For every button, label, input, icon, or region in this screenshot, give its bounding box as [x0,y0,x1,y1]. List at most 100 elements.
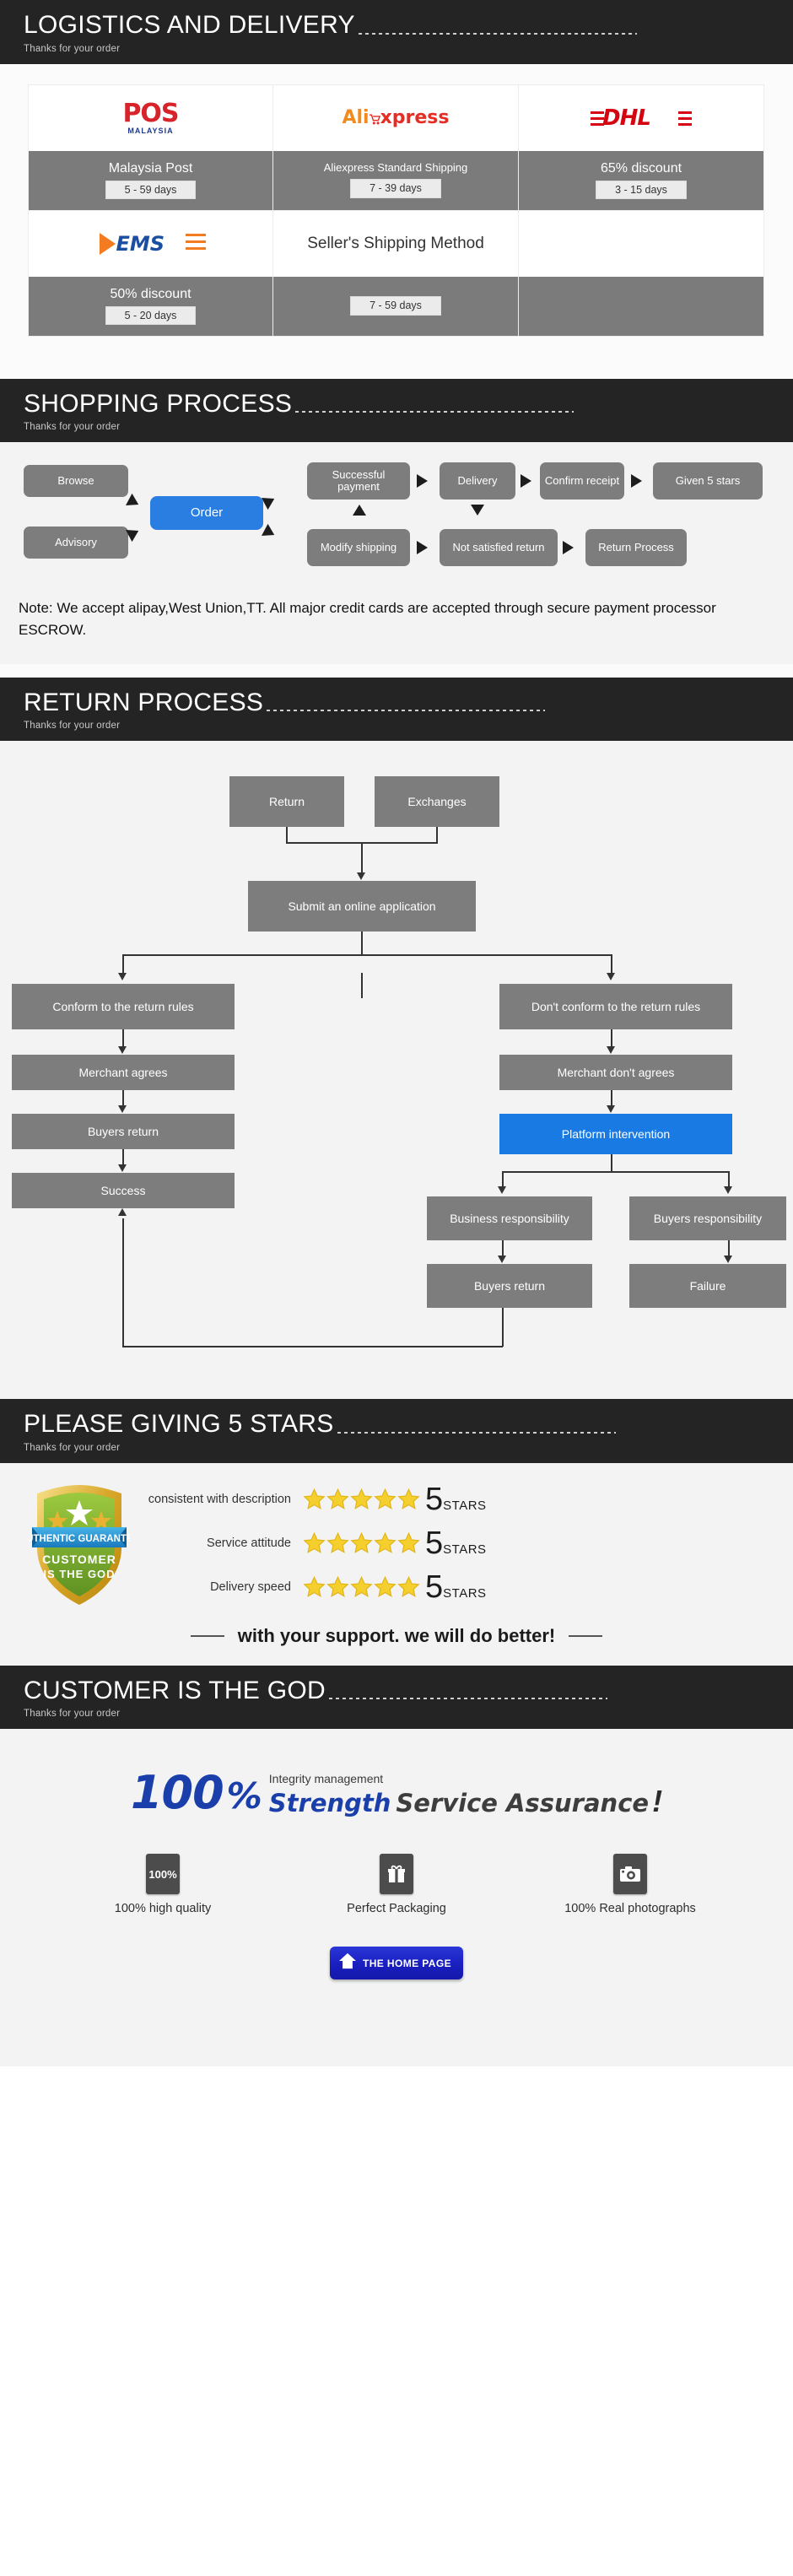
camera-icon [613,1854,647,1895]
connector-line [611,954,612,977]
flow-node-return[interactable]: Return [229,776,344,828]
pos-malaysia-logo: POS MALAYSIA [29,84,272,151]
svg-text:IS THE GOD: IS THE GOD [43,1568,115,1580]
star-icon [397,1531,420,1554]
flow-node-confirm-receipt[interactable]: Confirm receipt [540,462,624,500]
section-header-shopping: SHOPPING PROCESS Thanks for your order [0,378,793,442]
flow-node-order[interactable]: Order [150,496,263,530]
seller-method-text: Seller's Shipping Method [307,234,484,252]
arrow-icon [563,541,574,554]
connector-line [502,1171,728,1173]
flow-node-exchanges[interactable]: Exchanges [375,776,499,828]
flow-node-advisory[interactable]: Advisory [24,527,128,559]
title-dotted-rule [328,1698,607,1700]
flow-node-business-responsibility[interactable]: Business responsibility [427,1196,592,1241]
flow-node-failure[interactable]: Failure [629,1264,786,1309]
arrow-icon [724,1186,732,1195]
delivery-days: 5 - 20 days [105,305,197,326]
rating-unit: STARS [443,1585,487,1601]
section-title: SHOPPING PROCESS [24,389,293,418]
aliexpress-logo-ali: Ali [342,106,370,128]
delivery-days: 7 - 39 days [350,179,441,198]
section-subtitle: Thanks for your order [24,422,121,432]
assurance-exclamation: ! [652,1784,663,1819]
arrow-icon [118,973,127,981]
section-header-returns: RETURN PROCESS Thanks for your order [0,677,793,742]
flow-node-successful-payment[interactable]: Successful payment [307,462,410,500]
arrow-icon [118,1164,127,1173]
title-dotted-rule [267,710,546,712]
flow-node-buyers-responsibility[interactable]: Buyers responsibility [629,1196,786,1241]
home-button-label: THE HOME PAGE [363,1957,451,1969]
connector-line [611,1029,612,1050]
return-process-flowchart: Return Exchanges Submit an online applic… [0,741,793,1400]
star-icon [374,1488,396,1510]
support-message: with your support. we will do better! [0,1625,793,1647]
feature-label: 100% Real photographs [564,1902,696,1916]
carrier-name: 65% discount [600,160,682,176]
logistics-cell-malaysia-post: POS MALAYSIA Malaysia Post 5 - 59 days [28,84,273,211]
feature-high-quality: 100% 100% high quality [73,1854,254,1915]
connector-line [611,1154,612,1172]
svg-text:CUSTOMER: CUSTOMER [42,1553,116,1566]
flow-node-success[interactable]: Success [12,1173,235,1209]
arrow-icon [118,1105,127,1114]
rating-unit: STARS [443,1542,487,1557]
star-icon [350,1575,373,1598]
flow-node-merchant-agrees[interactable]: Merchant agrees [12,1055,235,1091]
connector-line [502,1171,504,1191]
star-icon [326,1488,349,1510]
star-rating-group [303,1488,420,1510]
section-header-logistics: LOGISTICS AND DELIVERY Thanks for your o… [0,0,793,64]
arrow-icon [118,1208,127,1217]
flow-node-conform-rules[interactable]: Conform to the return rules [12,984,235,1030]
star-icon [350,1488,373,1510]
star-icon [303,1488,326,1510]
flow-node-merchant-dont-agrees[interactable]: Merchant don't agrees [499,1055,732,1091]
flow-node-browse[interactable]: Browse [24,465,128,497]
pos-logo-sub: MALAYSIA [127,126,174,135]
sellers-shipping-method-label: Seller's Shipping Method [273,210,518,277]
connector-line [436,827,438,843]
arrow-icon [607,1046,615,1055]
arrow-icon [262,523,278,542]
flow-node-delivery[interactable]: Delivery [440,462,515,500]
arrow-icon [607,973,615,981]
flow-node-return-process[interactable]: Return Process [585,529,687,566]
dhl-logo-text: DHL [602,105,651,131]
connector-line [122,1149,124,1169]
arrow-icon [417,474,428,488]
flow-node-modify-shipping[interactable]: Modify shipping [307,529,410,566]
flow-node-not-satisfied-return[interactable]: Not satisfied return [440,529,558,566]
star-icon [374,1531,396,1554]
connector-line [361,932,363,956]
rating-label: consistent with description [148,1492,291,1506]
flow-node-given-5-stars[interactable]: Given 5 stars [653,462,763,500]
connector-line [122,954,612,956]
arrow-icon [126,493,142,511]
flow-node-buyers-return-2[interactable]: Buyers return [427,1264,592,1309]
feature-real-photographs: 100% Real photographs [540,1854,721,1915]
shopping-process-flowchart: Browse Advisory Order Successful payment… [0,442,793,586]
connector-line [361,973,363,999]
spacer [0,663,793,678]
rating-row: consistent with description 5 STARS [122,1483,487,1515]
connector-line [611,1090,612,1110]
flow-node-dont-conform-rules[interactable]: Don't conform to the return rules [499,984,732,1030]
empty-logo-slot [519,210,763,277]
arrow-icon [118,1046,127,1055]
home-page-button[interactable]: THE HOME PAGE [330,1947,463,1980]
flow-node-submit-application[interactable]: Submit an online application [248,881,476,932]
connector-line [286,827,288,843]
flow-node-buyers-return[interactable]: Buyers return [12,1114,235,1150]
gift-box-icon [380,1854,413,1895]
arrow-icon [417,541,428,554]
star-icon [326,1531,349,1554]
logistics-info: Malaysia Post 5 - 59 days [29,150,272,210]
section-title: LOGISTICS AND DELIVERY [24,11,355,39]
rating-row: Service attitude 5 STARS [122,1527,487,1559]
flow-node-platform-intervention[interactable]: Platform intervention [499,1114,732,1155]
connector-line [122,954,124,977]
connector-line [728,1240,730,1260]
